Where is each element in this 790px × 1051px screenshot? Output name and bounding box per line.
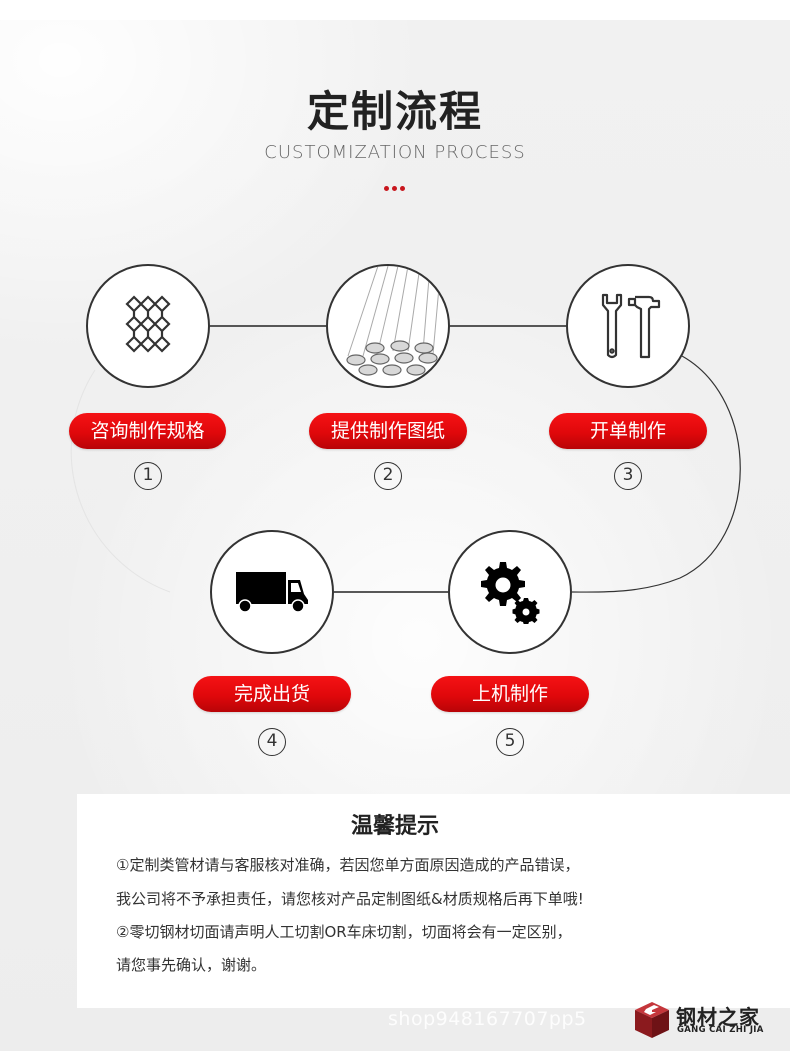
step-5-circle	[448, 530, 572, 654]
shop-watermark: shop948167707pp5	[388, 1008, 587, 1030]
tips-line-2: 我公司将不予承担责任，请您核对产品定制图纸&材质规格后再下单哦!	[116, 890, 584, 908]
step-1-number: 1	[134, 462, 162, 490]
brand-cube-icon	[635, 1002, 669, 1038]
step-1-circle	[86, 264, 210, 388]
tips-line-3: ②零切钢材切面请声明人工切割OR车床切割，切面将会有一定区别，	[116, 923, 572, 941]
tips-card: 温馨提示 ①定制类管材请与客服核对准确，若因您单方面原因造成的产品错误， 我公司…	[77, 794, 790, 1008]
step-2-label: 提供制作图纸	[309, 413, 467, 449]
step-4-label: 完成出货	[193, 676, 351, 712]
tips-line-4: 请您事先确认，谢谢。	[116, 956, 267, 974]
wrench-hammer-icon	[601, 293, 661, 359]
step-4-number: 4	[258, 728, 286, 756]
brand-logo: 钢材之家 GANG CAI ZHI JIA	[632, 1000, 782, 1040]
step-4-circle	[210, 530, 334, 654]
tips-title: 温馨提示	[350, 814, 439, 839]
title-dots-divider	[384, 186, 405, 191]
tips-line-1: ①定制类管材请与客服核对准确，若因您单方面原因造成的产品错误，	[116, 856, 580, 874]
step-3-number: 3	[614, 462, 642, 490]
mesh-grid-icon	[125, 295, 171, 353]
brand-name-cn: 钢材之家	[676, 1005, 760, 1029]
step-3-label: 开单制作	[549, 413, 707, 449]
step-5-label: 上机制作	[431, 676, 589, 712]
step-1-label: 咨询制作规格	[69, 413, 226, 449]
page-subtitle: CUSTOMIZATION PROCESS	[264, 142, 526, 163]
step-5-number: 5	[496, 728, 524, 756]
step-3-circle	[566, 264, 690, 388]
step-2-circle	[326, 264, 450, 388]
brand-name-en: GANG CAI ZHI JIA	[677, 1025, 764, 1035]
steel-pipes-icon	[346, 266, 441, 376]
step-2-number: 2	[374, 462, 402, 490]
truck-icon	[236, 572, 308, 613]
gears-icon	[481, 562, 540, 624]
page-title: 定制流程	[306, 87, 483, 136]
